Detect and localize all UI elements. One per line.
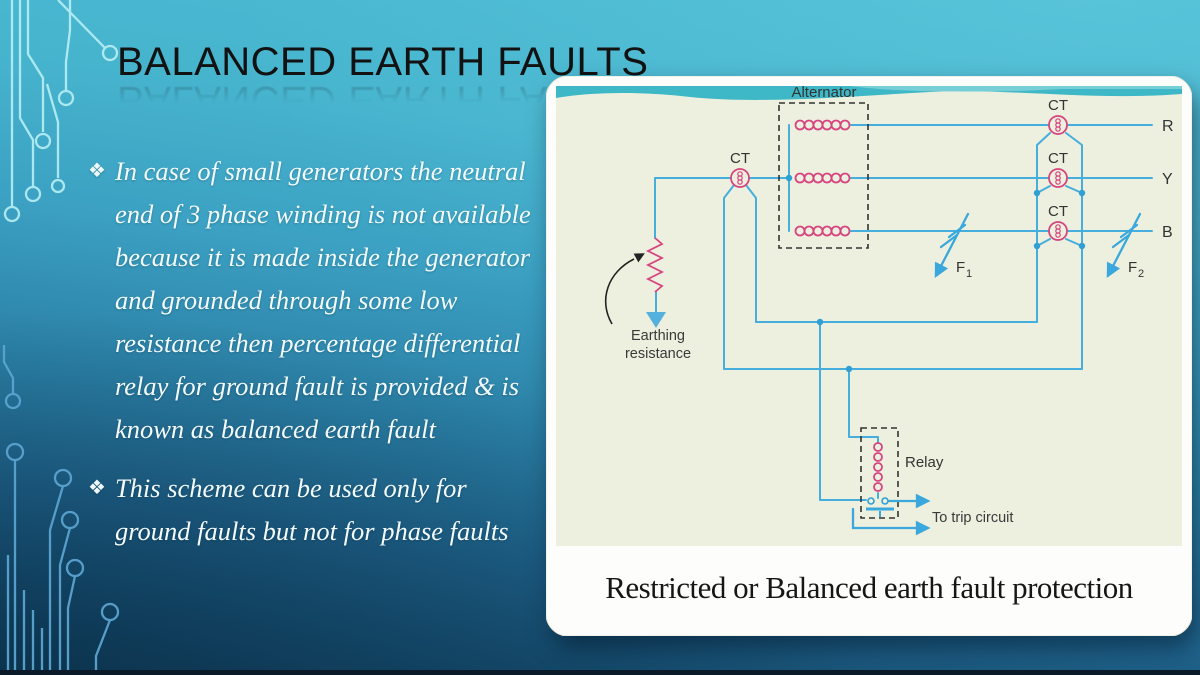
list-item: ❖ This scheme can be used only for groun… <box>88 467 560 553</box>
ct-label: CT <box>730 150 750 167</box>
bullet-list: ❖ In case of small generators the neutra… <box>88 150 560 553</box>
fault-f1-subscript: 1 <box>966 268 972 280</box>
ct-label: CT <box>1048 150 1068 167</box>
trace-group-top <box>3 0 119 223</box>
alternator-label: Alternator <box>791 84 856 101</box>
pointer-arrowhead-icon <box>633 253 645 263</box>
ct-label: CT <box>1048 97 1068 114</box>
phase-label-r: R <box>1162 118 1174 135</box>
relay-coil-icon <box>873 442 883 492</box>
ground-arrow-icon <box>646 312 666 328</box>
ct-group: CT CT CT CT <box>730 97 1068 241</box>
phase-label-b: B <box>1162 224 1173 241</box>
relay-dashed-box <box>860 427 899 519</box>
fault-f1-label: F <box>956 259 965 276</box>
teal-wave-highlight <box>850 86 1182 92</box>
ct-icon <box>730 168 750 188</box>
page-title-reflection: BALANCED EARTH FAULTS <box>117 78 649 122</box>
earthing-label-line2: resistance <box>625 346 691 362</box>
diagram-panel: Alternator CT CT CT CT <box>545 75 1193 637</box>
ct-icon <box>1048 221 1068 241</box>
earthing-group: Earthing resistance <box>604 237 691 362</box>
ct-icon <box>1048 168 1068 188</box>
relay-group: Relay <box>860 427 944 519</box>
relay-label: Relay <box>905 454 944 471</box>
bullet-text: This scheme can be used only for ground … <box>114 473 509 546</box>
trip-circuit-label: To trip circuit <box>932 510 1013 526</box>
alternator-group: Alternator <box>778 84 869 249</box>
diagram-caption: Restricted or Balanced earth fault prote… <box>605 570 1134 605</box>
pointer-arc <box>604 258 635 325</box>
resistor-zigzag-icon <box>645 237 665 293</box>
ct-icon <box>1048 115 1068 135</box>
fault-f2-subscript: 2 <box>1138 268 1144 280</box>
circuit-diagram: Alternator CT CT CT CT <box>545 75 1193 637</box>
trace-group-bottom <box>2 345 120 675</box>
diamond-bullet-icon: ❖ <box>88 160 106 182</box>
circuit-trace-decoration <box>2 0 120 675</box>
bullet-text: In case of small generators the neutral … <box>114 156 531 444</box>
alternator-dashed-box <box>778 102 869 249</box>
wires <box>654 124 1153 501</box>
phase-label-y: Y <box>1162 171 1173 188</box>
page-title: BALANCED EARTH FAULTS <box>117 40 649 84</box>
earthing-label-line1: Earthing <box>631 328 685 344</box>
junction-dots <box>785 174 1086 373</box>
trip-circuit-group: To trip circuit <box>851 493 1013 536</box>
ct-label: CT <box>1048 203 1068 220</box>
relay-contact <box>867 497 875 505</box>
diamond-bullet-icon: ❖ <box>88 477 106 499</box>
fault-f2-label: F <box>1128 259 1137 276</box>
bottom-letterbox-bar <box>0 670 1200 675</box>
relay-contact <box>881 497 889 505</box>
list-item: ❖ In case of small generators the neutra… <box>88 150 560 451</box>
title-block: BALANCED EARTH FAULTS BALANCED EARTH FAU… <box>117 40 649 122</box>
